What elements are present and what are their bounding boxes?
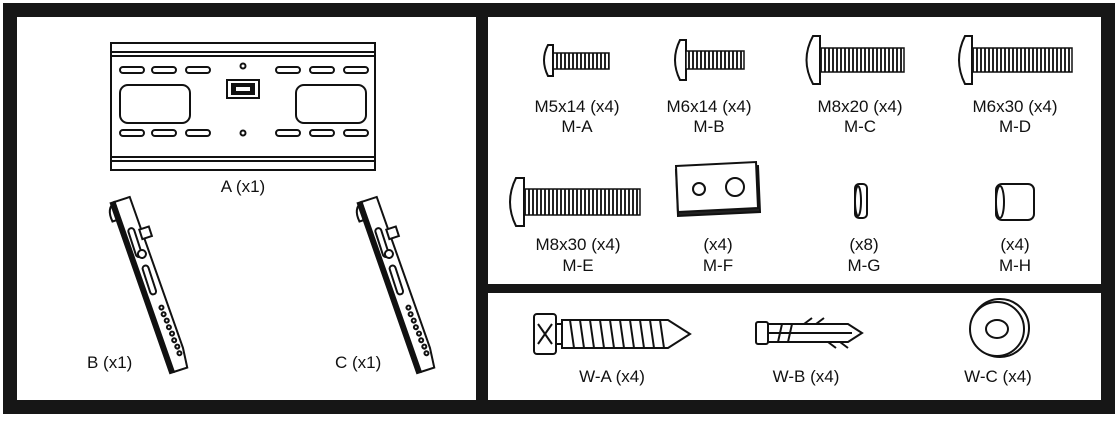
m-h-code: M-H — [999, 256, 1031, 275]
m-d-code: M-D — [999, 117, 1031, 136]
w-c-label: W-C (x4) — [964, 367, 1032, 386]
screw-m-c — [805, 35, 905, 85]
arm-b — [108, 195, 189, 375]
m-h-size: (x4) — [1000, 235, 1029, 254]
m-c-size: M8x20 (x4) — [817, 97, 902, 116]
screw-m-d — [958, 35, 1073, 85]
wall-plate-label: A (x1) — [221, 177, 265, 196]
wall-plate-group: A (x1) — [110, 42, 376, 196]
m-f-size: (x4) — [703, 235, 732, 254]
screw-m-e — [509, 177, 641, 227]
m-b-size: M6x14 (x4) — [666, 97, 751, 116]
screw-m-a — [543, 44, 610, 77]
m-d-size: M6x30 (x4) — [972, 97, 1057, 116]
m-a-code: M-A — [561, 117, 593, 136]
screw-m-b — [674, 39, 745, 81]
spacer-plate-m-f — [674, 160, 762, 218]
lag-bolt-w-a — [533, 313, 692, 355]
m-e-size: M8x30 (x4) — [535, 235, 620, 254]
spacer-m-h — [995, 183, 1035, 221]
arm-c-group: C (x1) — [335, 195, 436, 375]
washer-w-c — [969, 298, 1030, 358]
outer-frame — [3, 3, 1115, 414]
m-g-size: (x8) — [849, 235, 878, 254]
vertical-divider — [476, 10, 488, 407]
m-f-code: M-F — [703, 256, 733, 275]
wall-plate — [110, 42, 376, 171]
spacer-m-g — [854, 183, 868, 219]
w-a-label: W-A (x4) — [579, 367, 645, 386]
arm-c-label: C (x1) — [335, 353, 381, 372]
anchor-w-b — [755, 317, 864, 349]
arm-b-label: B (x1) — [87, 353, 132, 372]
m-g-code: M-G — [847, 256, 880, 275]
m-b-code: M-B — [693, 117, 724, 136]
m-e-code: M-E — [562, 256, 593, 275]
arm-c — [355, 195, 436, 375]
m-a-size: M5x14 (x4) — [534, 97, 619, 116]
m-c-code: M-C — [844, 117, 876, 136]
w-b-label: W-B (x4) — [773, 367, 840, 386]
arm-b-group: B (x1) — [87, 195, 189, 375]
horizontal-divider — [488, 284, 1101, 293]
